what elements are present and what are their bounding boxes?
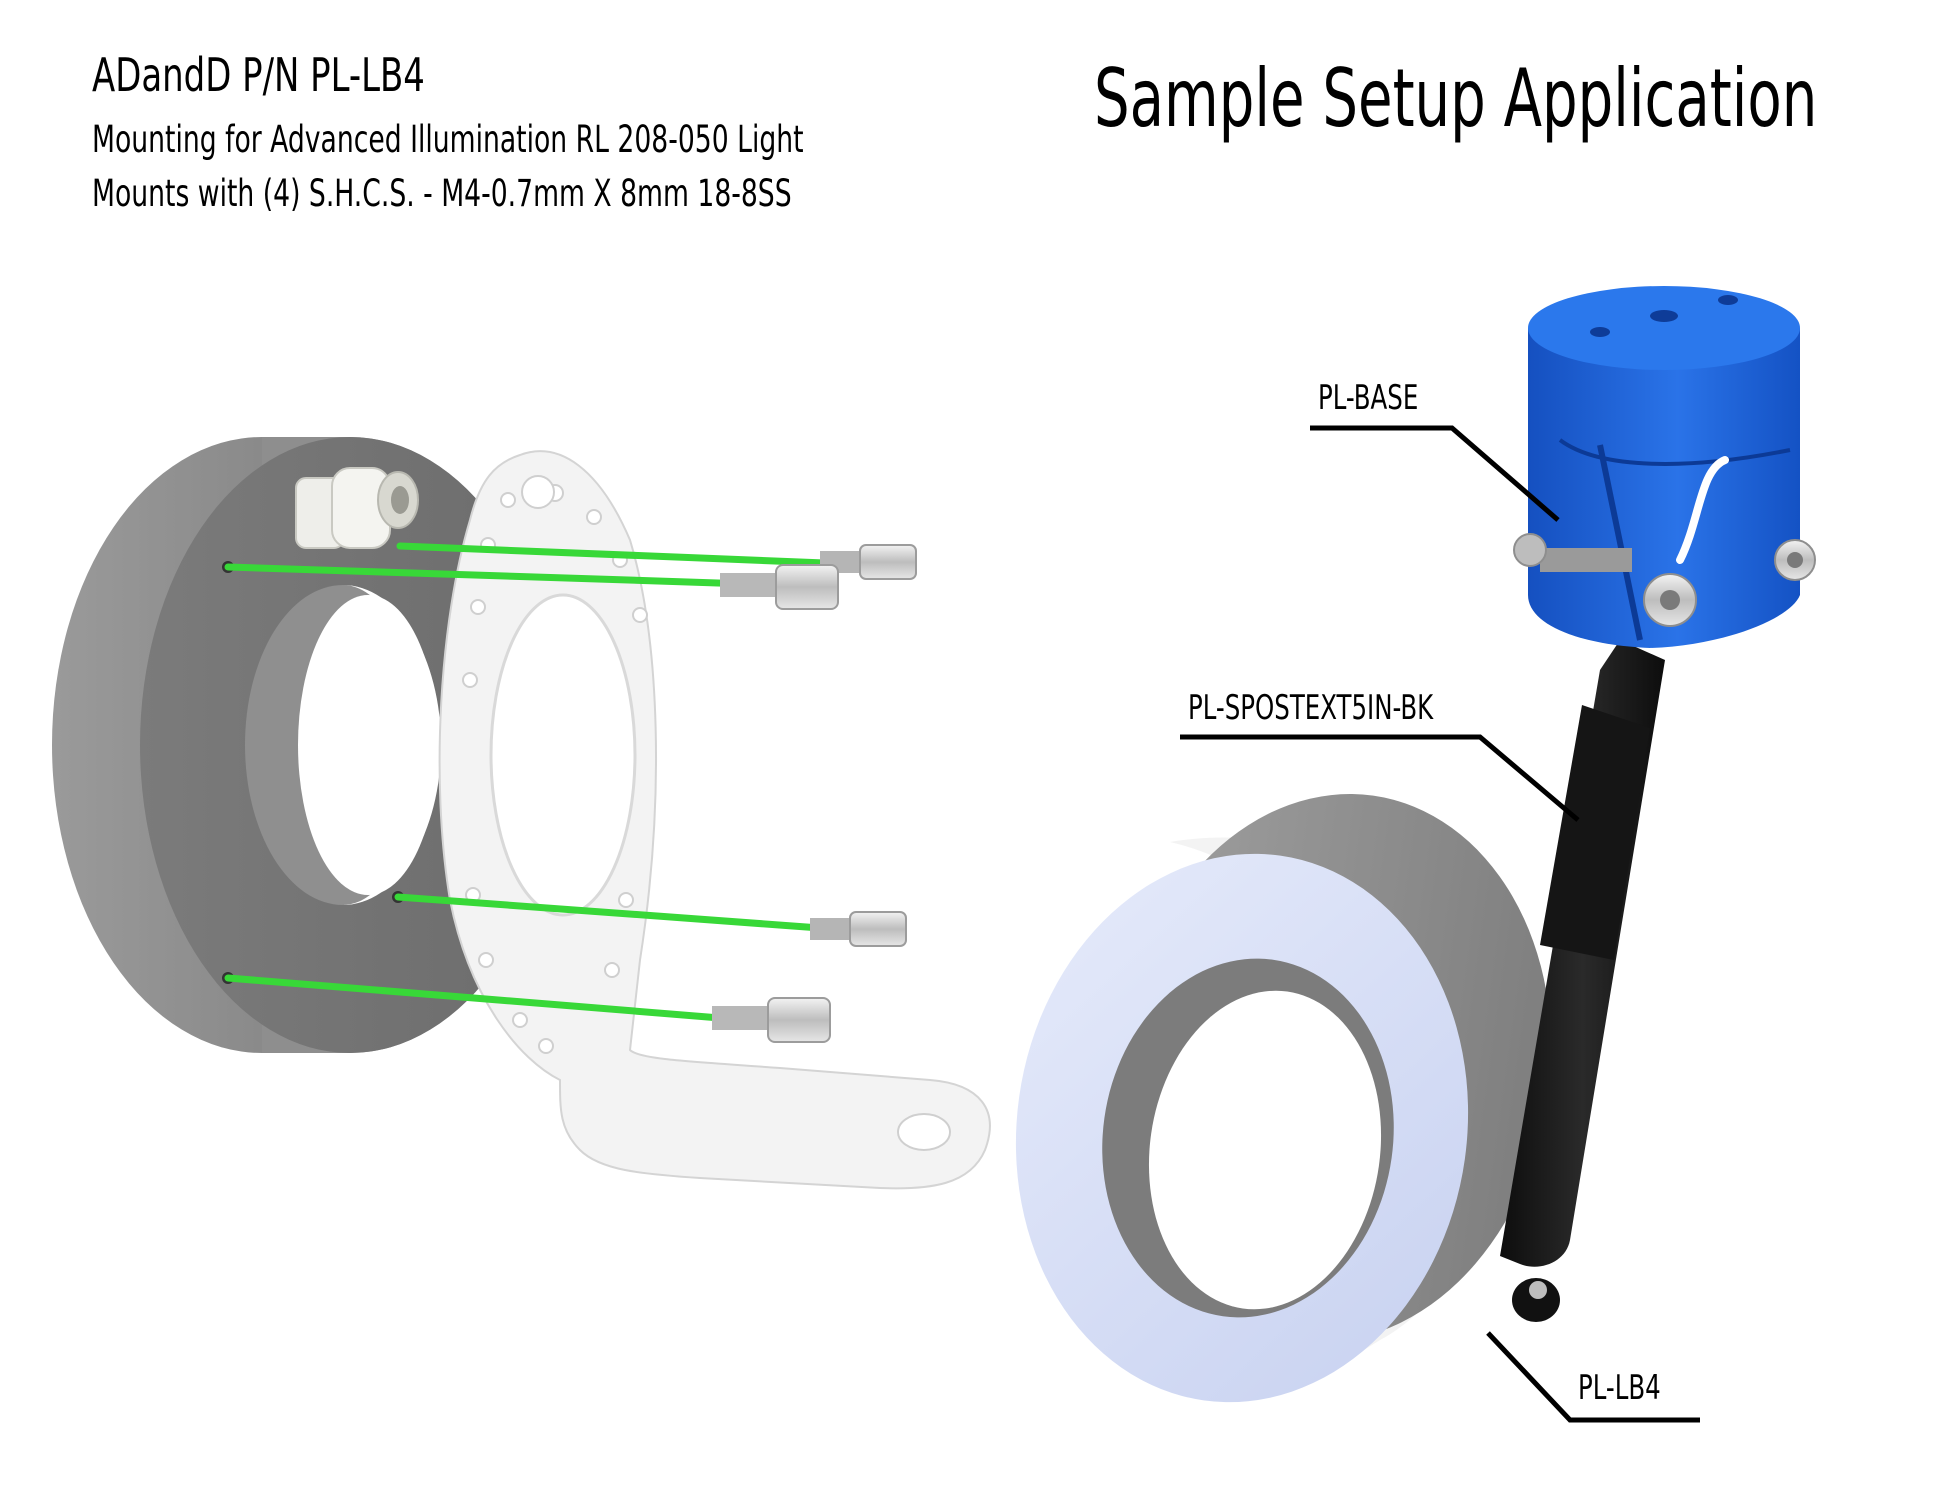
ring-light-assembled (1015, 794, 1552, 1403)
post-extension-black (1500, 640, 1665, 1322)
description-line-1: Mounting for Advanced Illumination RL 20… (92, 118, 804, 161)
part-number-title: ADandD P/N PL-LB4 (92, 48, 425, 102)
callout-pl-spostext5in-bk: PL-SPOSTEXT5IN-BK (1188, 688, 1434, 728)
callout-pl-lb4: PL-LB4 (1578, 1368, 1661, 1408)
pl-base-blue (1513, 286, 1816, 648)
sample-setup-title: Sample Setup Application (1094, 52, 1818, 145)
screw-alignment-lines (224, 542, 829, 1022)
callout-pl-base: PL-BASE (1318, 378, 1419, 418)
callout-leaders (1180, 425, 1700, 1423)
cable-gland-icon (295, 467, 419, 549)
shcs-screws-exploded (712, 544, 917, 1043)
description-line-2: Mounts with (4) S.H.C.S. - M4-0.7mm X 8m… (92, 172, 792, 215)
